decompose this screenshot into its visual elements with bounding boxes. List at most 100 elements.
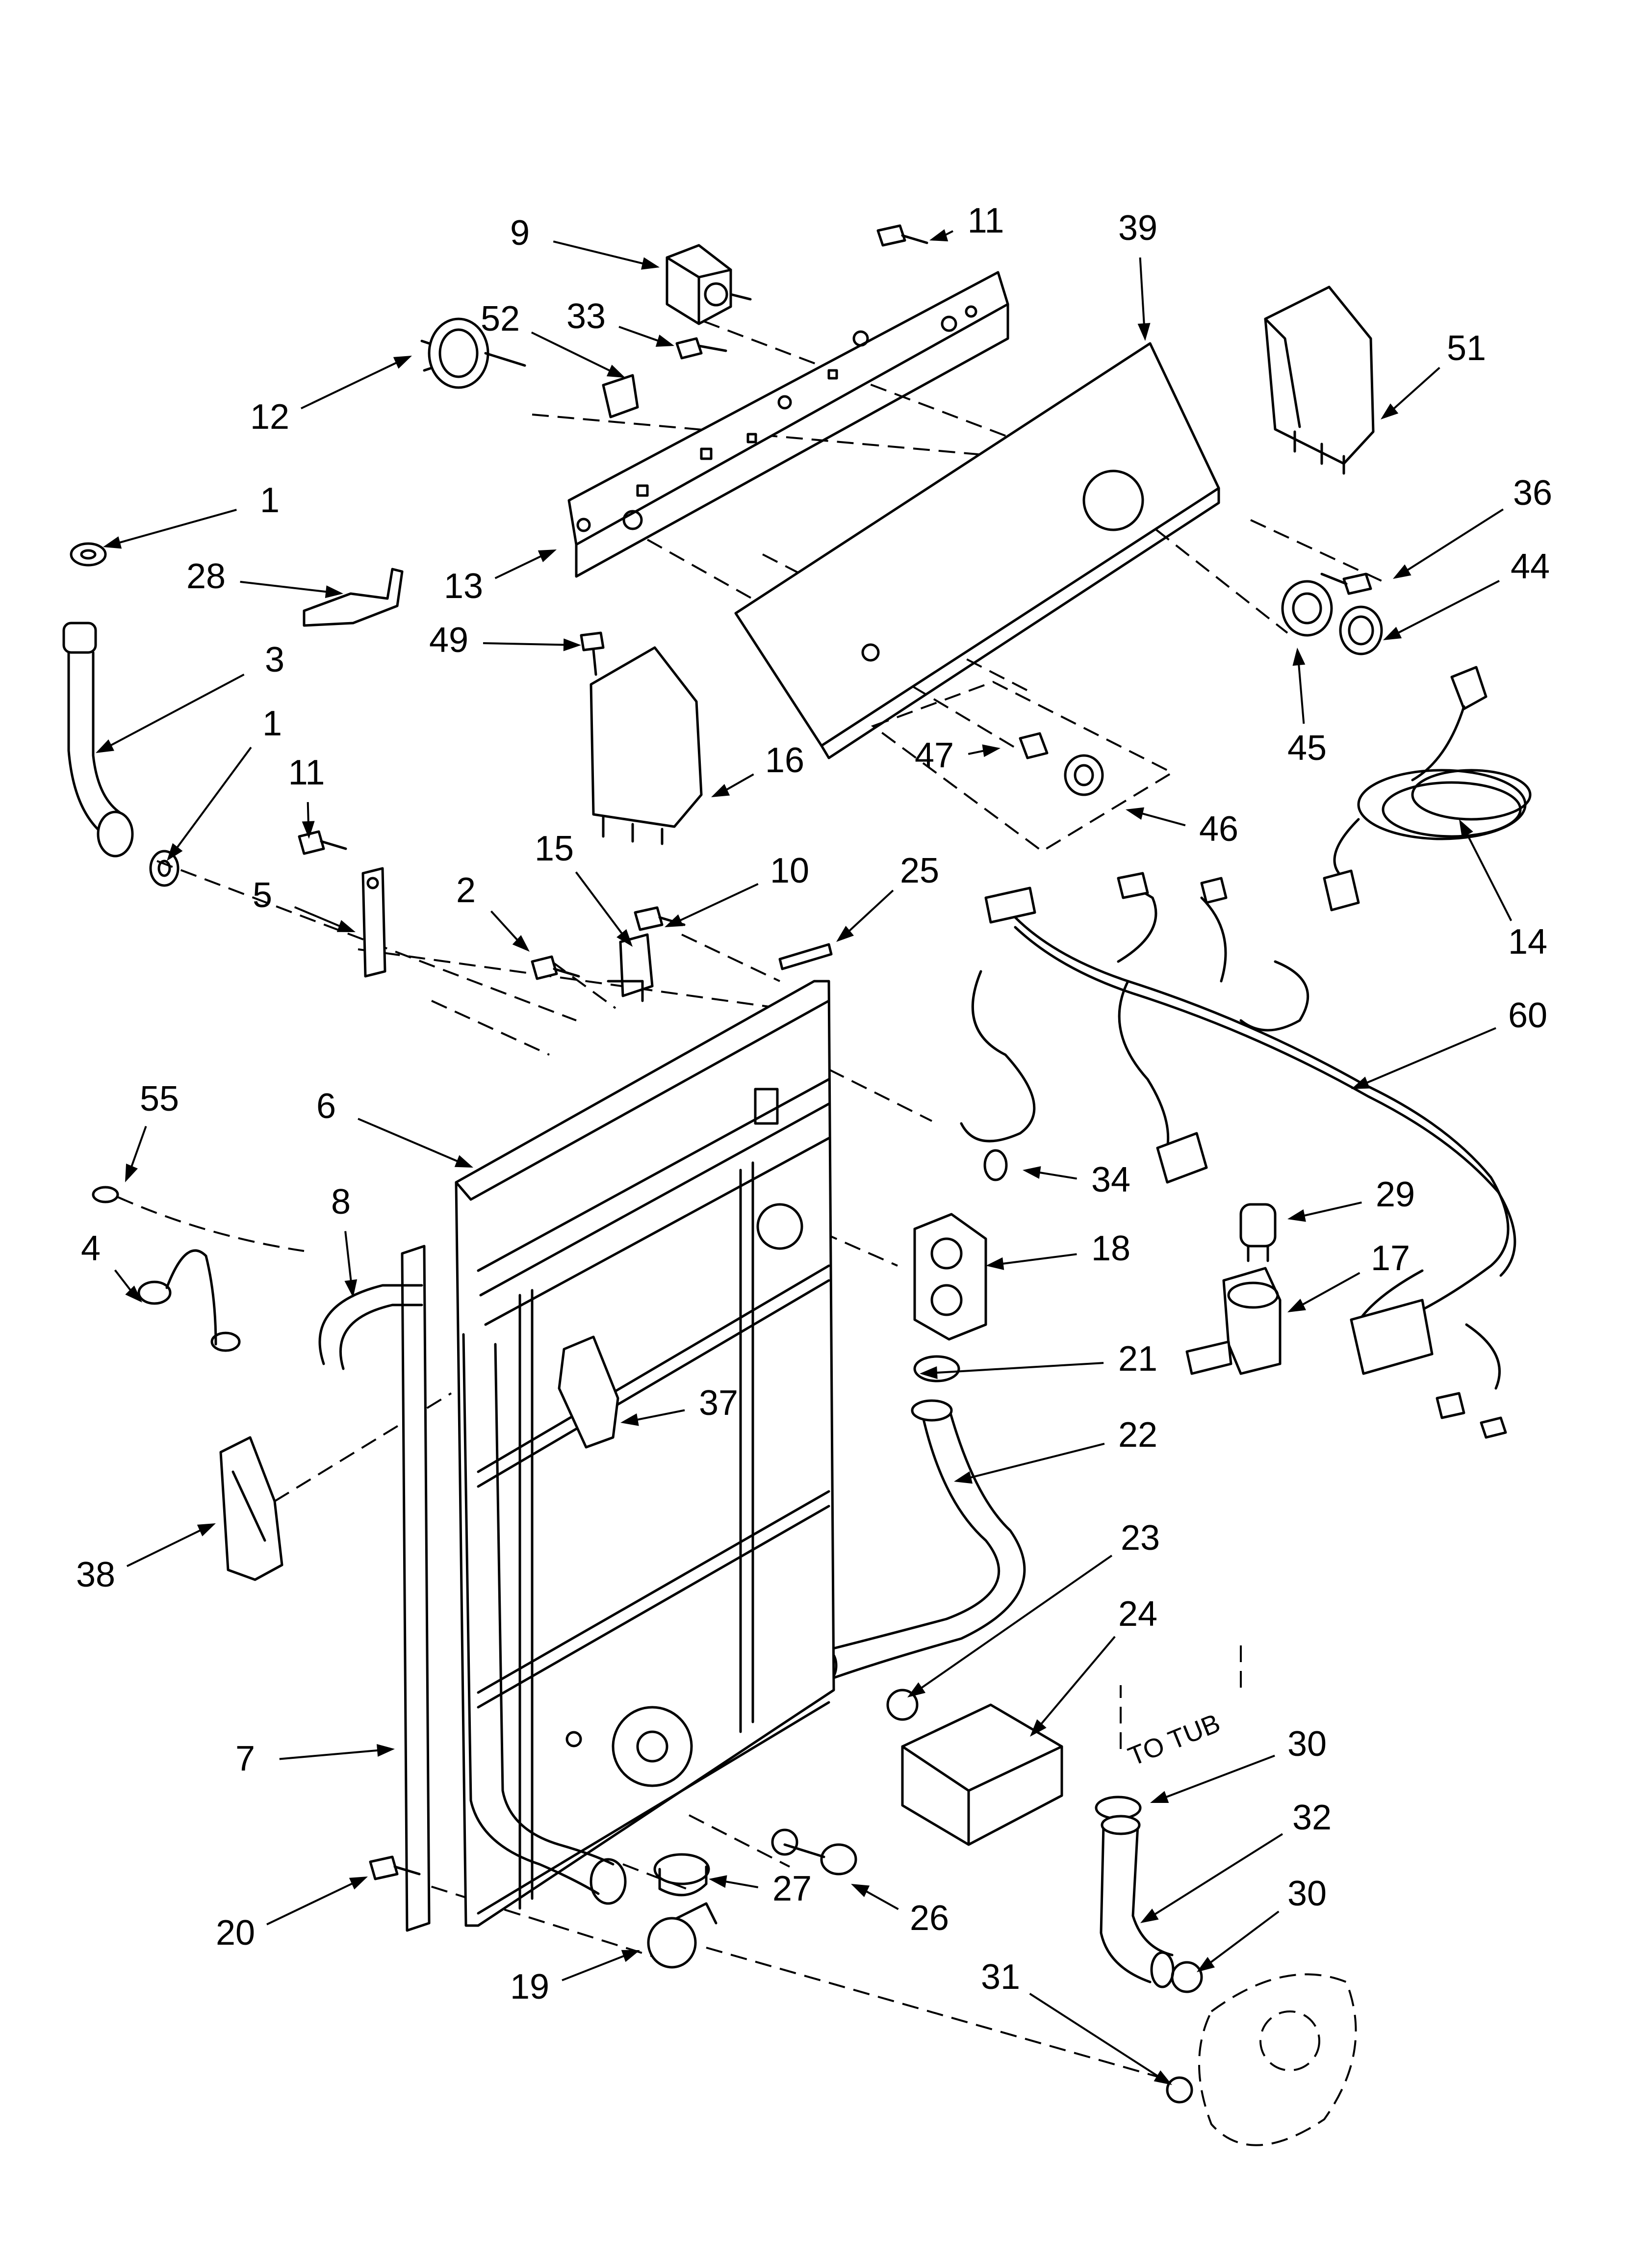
clip-15 xyxy=(607,933,654,1002)
washer-1-lower xyxy=(149,850,180,887)
leader-arrowhead-27 xyxy=(709,1875,727,1888)
leader-line-5 xyxy=(294,906,343,929)
leader-arrowhead-14 xyxy=(1459,819,1473,838)
end-cap-right-part xyxy=(1264,286,1375,475)
water-level-switch-part xyxy=(420,317,526,389)
inlet-hose-3 xyxy=(62,622,134,858)
leader-arrowhead-1 xyxy=(167,843,183,861)
leader-arrowhead-52 xyxy=(606,365,625,378)
leader-arrowhead-2 xyxy=(512,935,530,952)
leader-line-29 xyxy=(1300,1201,1362,1218)
leader-line-4 xyxy=(114,1269,133,1294)
screw-36 xyxy=(1320,573,1372,595)
leader-line-10 xyxy=(676,883,759,923)
callout-label-28: 28 xyxy=(186,557,226,596)
clip-part xyxy=(602,374,639,418)
leader-arrowhead-11 xyxy=(302,821,315,839)
leader-arrowhead-10 xyxy=(665,914,684,927)
leader-line-36 xyxy=(1404,508,1504,573)
console-bracket-part xyxy=(567,271,1009,578)
callout-label-10: 10 xyxy=(770,851,809,890)
leader-arrowhead-23 xyxy=(907,1682,926,1697)
leader-line-31 xyxy=(1029,1993,1161,2079)
clamp-31 xyxy=(1166,2076,1193,2104)
leader-line-18 xyxy=(999,1253,1077,1265)
callout-label-27: 27 xyxy=(772,1869,812,1908)
callout-label-22: 22 xyxy=(1118,1415,1157,1455)
leader-arrowhead-28 xyxy=(325,585,343,599)
leader-line-6 xyxy=(358,1118,461,1164)
leader-line-22 xyxy=(967,1442,1105,1480)
callout-label-21: 21 xyxy=(1118,1339,1157,1379)
leader-arrowhead-51 xyxy=(1381,403,1399,419)
leader-line-27 xyxy=(722,1880,759,1888)
callout-label-6: 6 xyxy=(316,1087,336,1126)
screw-49 xyxy=(580,631,605,676)
leader-line-26 xyxy=(863,1889,899,1910)
strip-25 xyxy=(778,943,833,970)
leader-line-8 xyxy=(344,1231,353,1284)
leader-line-55 xyxy=(129,1125,147,1170)
console-panel-part xyxy=(734,342,1220,759)
leader-arrowhead-24 xyxy=(1030,1719,1047,1737)
leader-arrowhead-1 xyxy=(103,536,122,549)
callout-label-1: 1 xyxy=(262,704,282,743)
knob-45 xyxy=(1281,580,1333,637)
leader-line-3 xyxy=(107,674,245,748)
leader-line-34 xyxy=(1036,1171,1077,1180)
leader-arrowhead-47 xyxy=(982,744,1001,757)
callout-label-37: 37 xyxy=(699,1383,738,1423)
leader-arrowhead-18 xyxy=(986,1257,1004,1270)
leader-line-37 xyxy=(634,1409,685,1422)
leader-arrowhead-38 xyxy=(197,1523,216,1537)
callout-label-18: 18 xyxy=(1091,1229,1130,1268)
to-tub-label: TO TUB xyxy=(1124,1708,1224,1772)
drain-pump-17 xyxy=(1185,1267,1282,1375)
leader-arrowhead-37 xyxy=(620,1413,639,1426)
leader-line-24 xyxy=(1038,1636,1116,1727)
callout-label-24: 24 xyxy=(1118,1594,1157,1634)
screw-11-top xyxy=(876,224,928,247)
leader-arrowhead-19 xyxy=(621,1950,640,1962)
clamp-30-lower xyxy=(1171,1961,1203,1993)
leader-line-21 xyxy=(933,1362,1104,1374)
leader-arrowhead-33 xyxy=(655,335,674,347)
leader-line-44 xyxy=(1395,580,1500,635)
leader-arrowhead-25 xyxy=(836,926,854,942)
leader-line-7 xyxy=(279,1749,382,1760)
callout-label-20: 20 xyxy=(216,1913,255,1953)
bracket-28 xyxy=(303,568,404,627)
callout-label-26: 26 xyxy=(910,1899,949,1938)
callout-label-5: 5 xyxy=(253,876,272,915)
leader-arrowhead-39 xyxy=(1137,323,1151,341)
side-strip-7 xyxy=(401,1245,431,1932)
wire-harness-part xyxy=(960,872,1516,1439)
leader-arrowhead-30 xyxy=(1150,1791,1169,1803)
leader-arrowhead-29 xyxy=(1287,1209,1306,1222)
callout-label-8: 8 xyxy=(331,1182,351,1222)
leader-arrowhead-12 xyxy=(393,356,412,369)
leader-arrowhead-46 xyxy=(1126,807,1145,820)
timer-part xyxy=(666,244,752,325)
leader-line-1 xyxy=(116,509,237,545)
leader-line-38 xyxy=(126,1528,204,1567)
leader-line-23 xyxy=(918,1555,1113,1691)
callout-label-31: 31 xyxy=(981,1957,1020,1997)
clamp-4 xyxy=(137,1249,241,1352)
bracket-37 xyxy=(558,1335,619,1449)
callout-leaders xyxy=(96,229,1513,2085)
leader-arrowhead-8 xyxy=(344,1279,358,1298)
washer-1-top xyxy=(70,542,107,567)
callout-label-13: 13 xyxy=(444,567,483,606)
drain-hose-8 xyxy=(318,1284,627,1905)
callout-label-44: 44 xyxy=(1511,547,1550,586)
drain-hose-32 xyxy=(1100,1815,1175,1988)
knob-46 xyxy=(1064,754,1104,796)
leader-arrowhead-13 xyxy=(538,549,557,562)
leader-line-30 xyxy=(1207,1910,1280,1965)
callout-label-51: 51 xyxy=(1447,329,1486,368)
callout-label-36: 36 xyxy=(1513,473,1552,513)
tub-outlet-reference xyxy=(1198,1973,1357,2146)
leader-line-33 xyxy=(618,326,662,343)
callout-label-60: 60 xyxy=(1508,996,1547,1035)
